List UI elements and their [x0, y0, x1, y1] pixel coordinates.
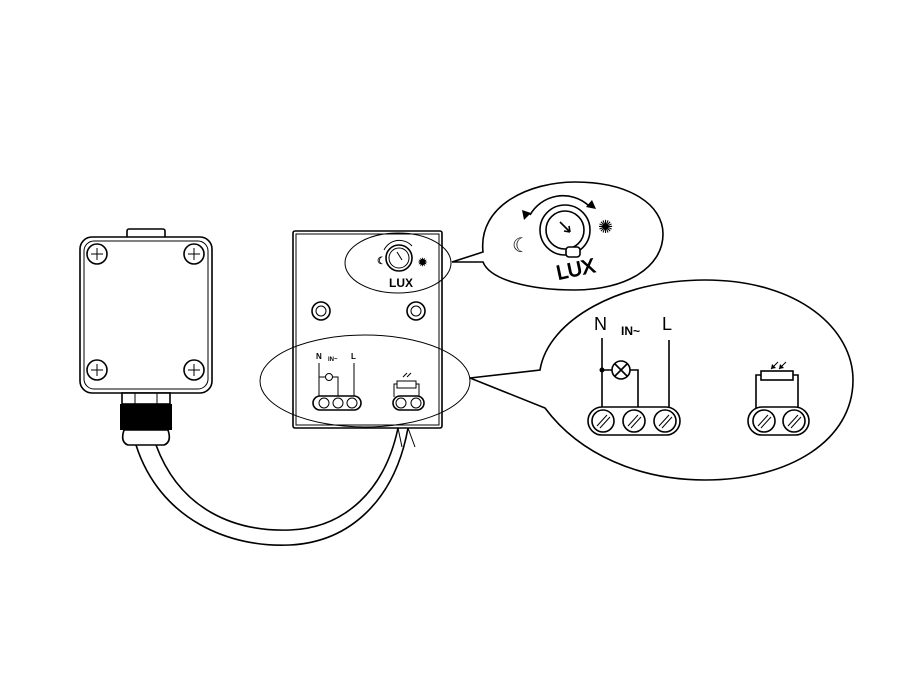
sensor-box: [79, 228, 213, 446]
terminal-screw: [591, 409, 677, 433]
label-in: IN~: [328, 357, 338, 363]
sun-icon: ✺: [598, 217, 613, 237]
moon-icon: ☾: [377, 256, 386, 267]
label-n: N: [594, 314, 607, 334]
photoresistor-icon: [755, 361, 799, 408]
moon-icon: ☾: [512, 235, 530, 257]
dial-knob: [383, 239, 413, 272]
cable: [135, 427, 416, 546]
label-l: L: [351, 352, 356, 361]
label-n: N: [316, 352, 322, 361]
label-in: IN~: [621, 324, 640, 338]
controller-box: ☾ ✹ LUX N IN~ L: [259, 230, 471, 429]
dial-label: LUX: [389, 276, 413, 290]
cable-gland: [120, 392, 172, 446]
label-l: L: [662, 314, 672, 334]
sun-icon: ✹: [417, 257, 428, 269]
lamp-icon: [611, 360, 631, 380]
dial-callout: ☾ ✺ LUX: [451, 181, 664, 291]
terminal-callout: N IN~ L: [469, 279, 854, 481]
screw-icon: [86, 243, 205, 381]
